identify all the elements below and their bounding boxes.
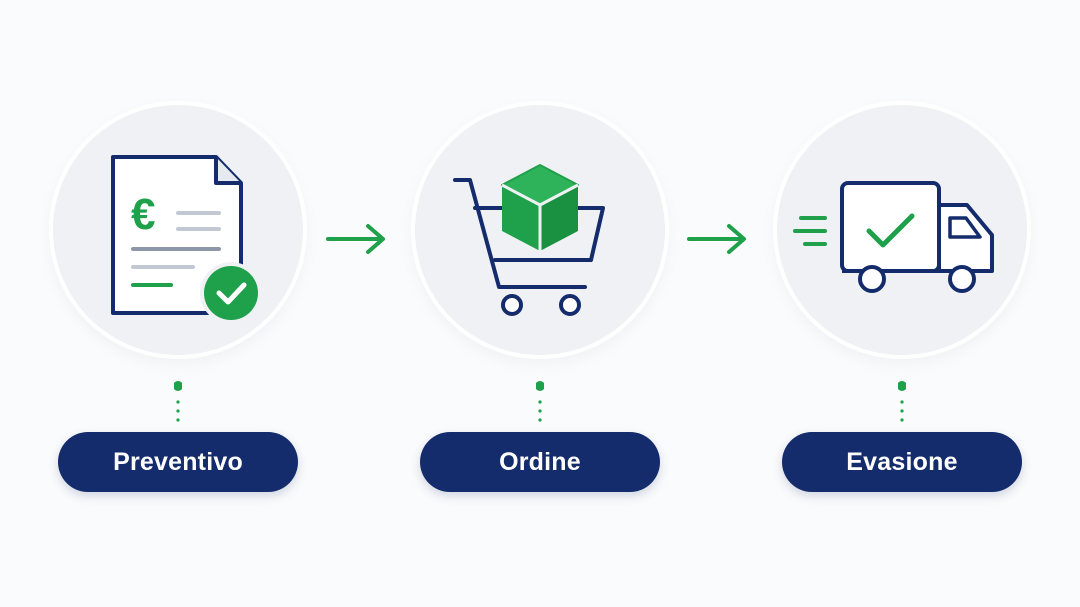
step-label-evasione: Evasione [782,432,1022,492]
shopping-cart-box-icon [453,164,605,316]
euro-symbol: € [131,190,155,239]
quote-document-euro-check-icon: € [111,155,262,324]
checkmark-icon [866,213,915,248]
arrow-right-icon [326,224,385,254]
evasione-icon-circle [777,105,1027,355]
ordine-icon-circle [415,105,665,355]
preventivo-icon-circle: € [53,105,303,355]
step-preventivo: € Preventivo [53,0,303,607]
arrow-right-icon [687,224,746,254]
step-ordine: Ordine [415,0,665,607]
step-label-ordine: Ordine [420,432,660,492]
delivery-truck-check-icon [793,181,994,293]
step-evasione: Evasione [777,0,1027,607]
dotted-connector [536,381,544,422]
step-label-preventivo: Preventivo [58,432,298,492]
dotted-connector [174,381,182,422]
check-badge-icon [204,266,258,320]
dotted-connector [898,381,906,422]
